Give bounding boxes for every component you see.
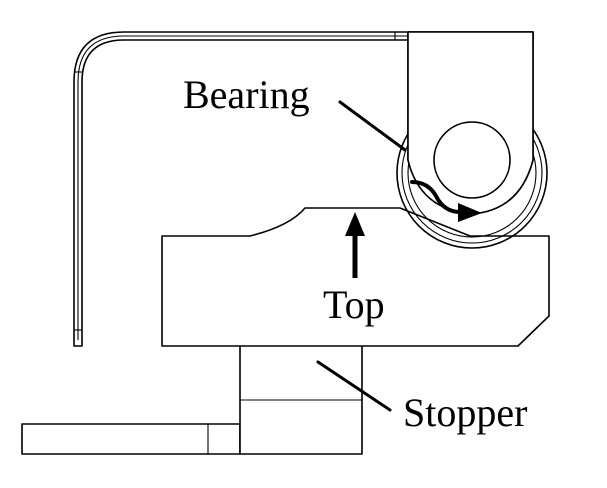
rotation-arrow xyxy=(410,180,482,222)
bearing-label: Bearing xyxy=(183,72,310,117)
bearing xyxy=(396,31,548,249)
stopper-block xyxy=(239,344,363,455)
bearing-leader-line xyxy=(338,100,407,152)
top-arrow xyxy=(345,212,365,278)
stopper-leader-line xyxy=(316,360,392,412)
stopper-label: Stopper xyxy=(403,390,527,435)
top-label: Top xyxy=(323,282,385,327)
base-bar xyxy=(21,423,241,455)
